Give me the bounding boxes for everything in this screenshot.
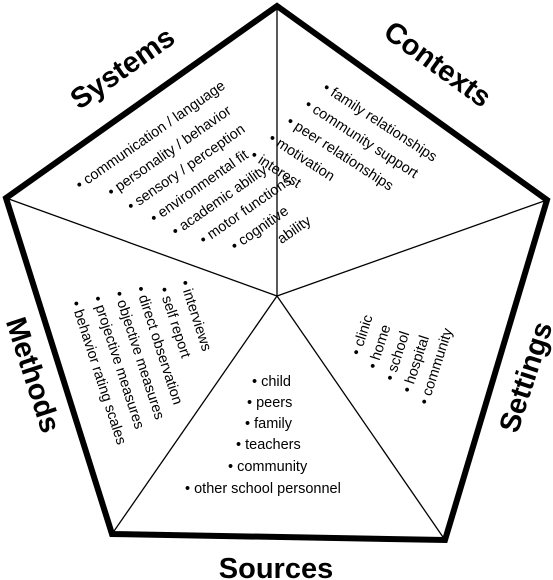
list-item: • family bbox=[245, 416, 293, 432]
methods-title: Methods bbox=[0, 314, 66, 437]
list-item: • teachers bbox=[236, 437, 301, 453]
settings-list: • clinic • home • school • hospital • co… bbox=[349, 313, 457, 407]
methods-list: • interviews • self report • direct obse… bbox=[67, 278, 214, 446]
list-item: • community bbox=[228, 459, 308, 475]
list-item: • other school personnel bbox=[185, 481, 341, 497]
pentagon-outline bbox=[2, 2, 551, 544]
settings-title: Settings bbox=[494, 318, 553, 437]
contexts-title: Contexts bbox=[378, 15, 497, 114]
systems-list: • communication / language • personality… bbox=[73, 78, 315, 255]
section-dividers bbox=[5, 6, 548, 541]
list-item: • peers bbox=[247, 395, 292, 411]
list-item: • child bbox=[252, 374, 291, 390]
sources-list: • child • peers • family • teachers • co… bbox=[185, 374, 341, 497]
systems-title: Systems bbox=[65, 21, 181, 116]
sources-title: Sources bbox=[219, 553, 333, 580]
